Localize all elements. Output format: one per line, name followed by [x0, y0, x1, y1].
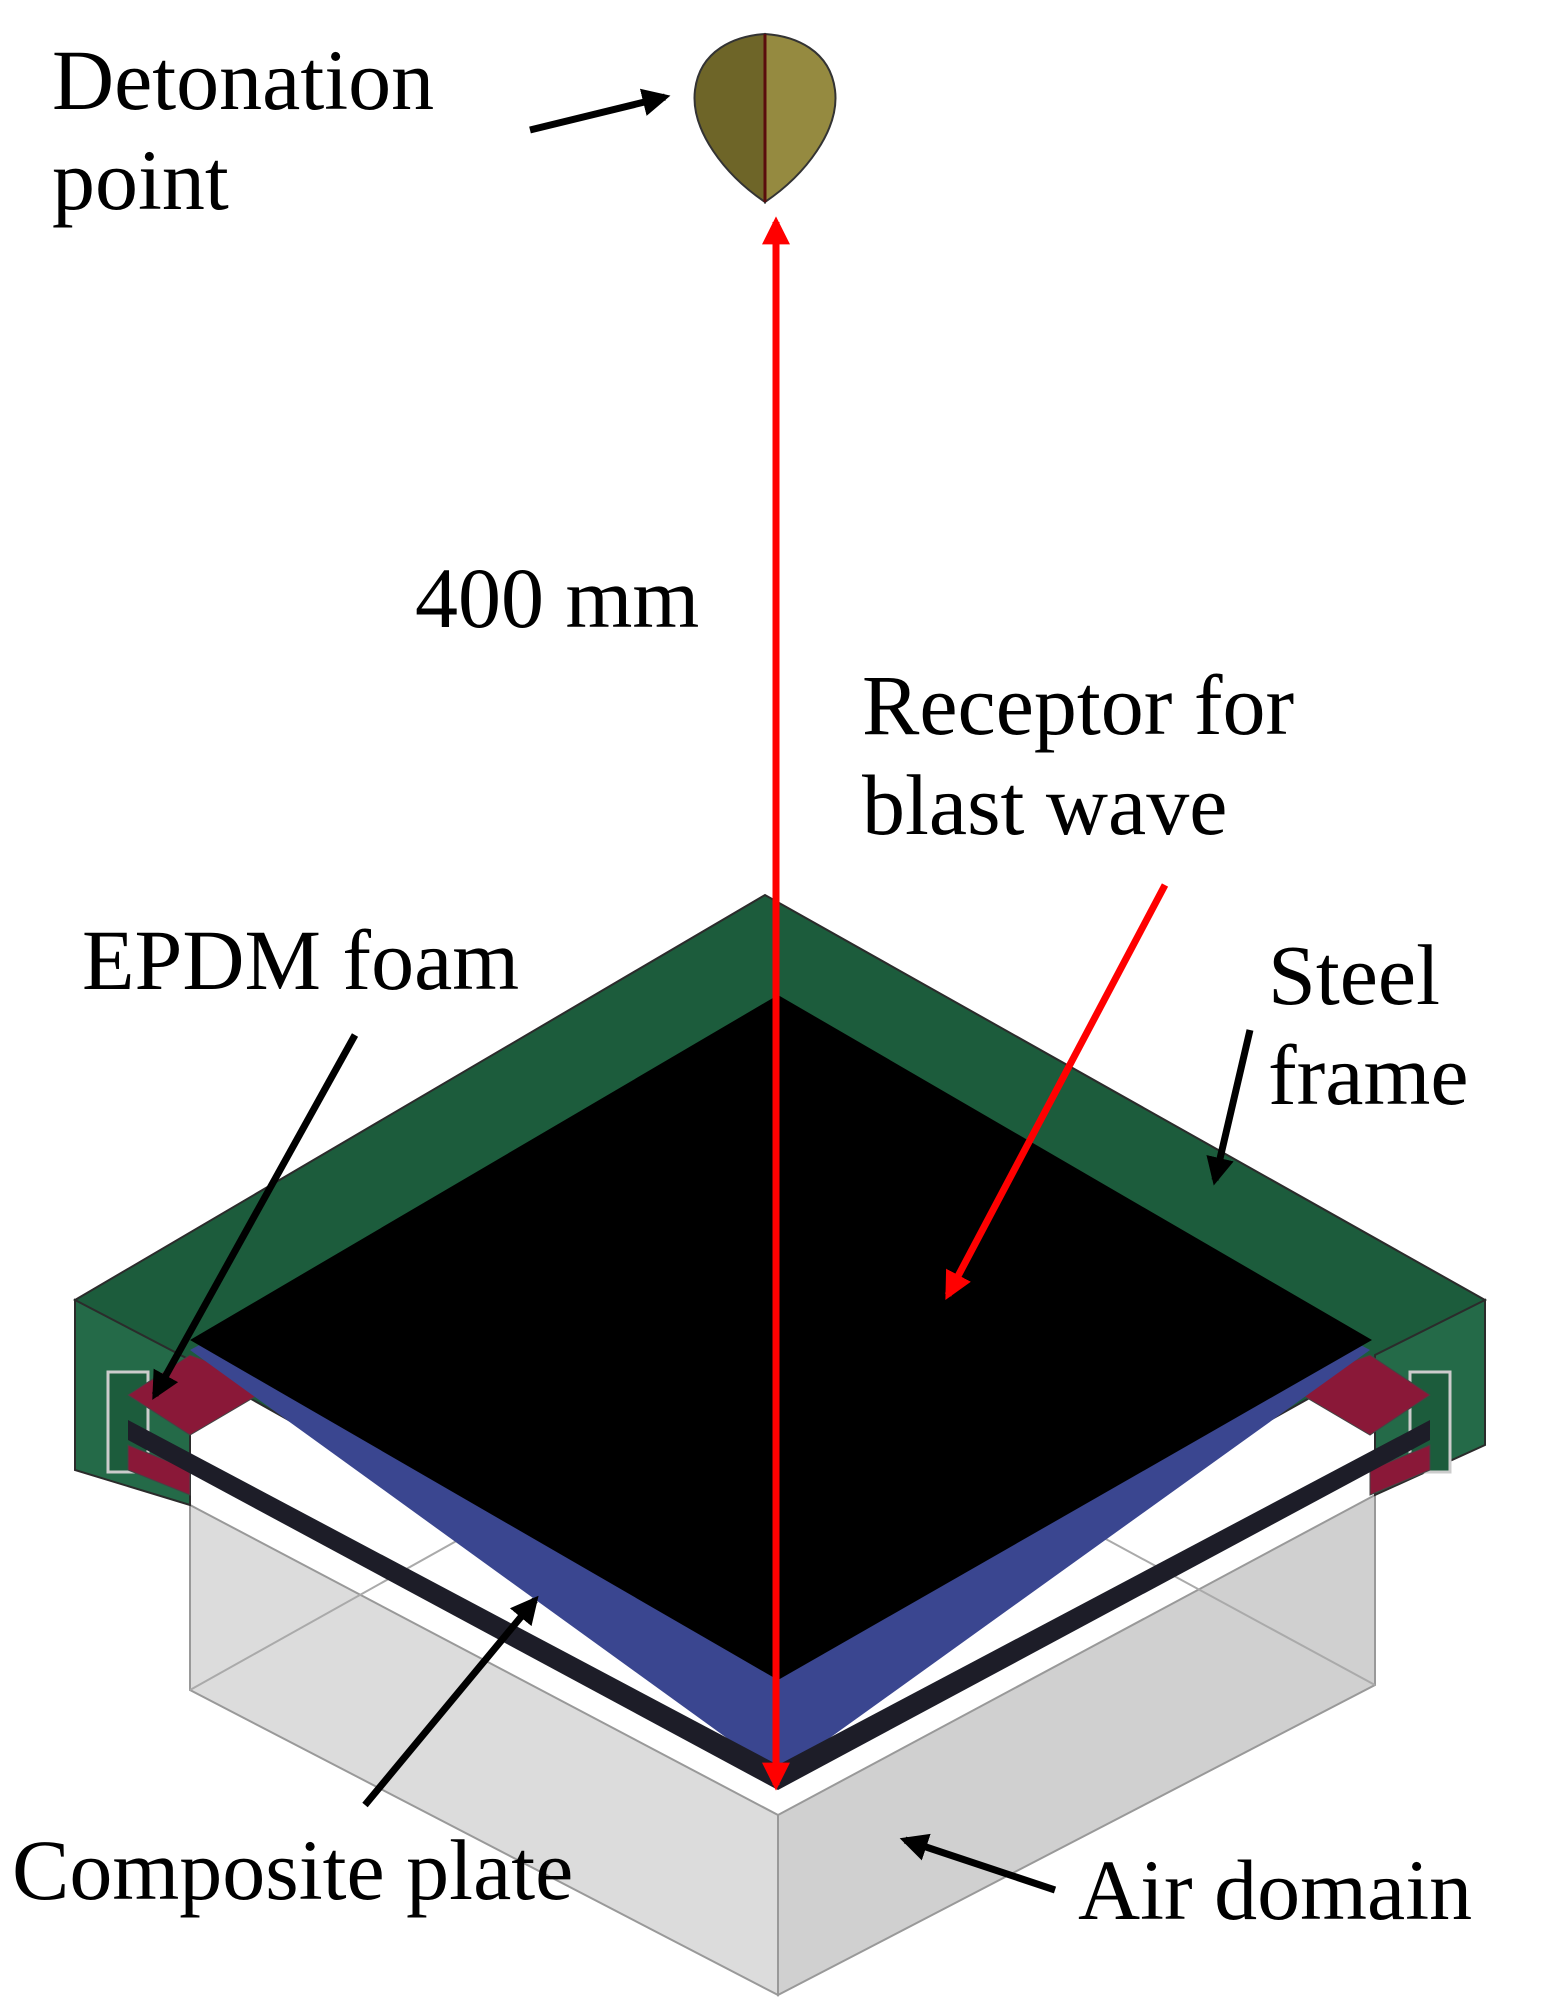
receptor-label-line1: Receptor for [862, 657, 1295, 753]
composite-plate-label-text: Composite plate [12, 1822, 574, 1918]
composite-plate-label: Composite plate [12, 1820, 573, 1920]
epdm-foam-right-bottom [1369, 1444, 1431, 1496]
distance-label: 400 mm [415, 548, 699, 648]
air-domain-hidden-edge [189, 1524, 486, 1691]
steel-frame-label-line1: Steel [1268, 927, 1440, 1023]
epdm-foam-label: EPDM foam [82, 910, 519, 1010]
charge-left-half [693, 32, 766, 204]
steel-frame-leader-arrow [1206, 1029, 1254, 1186]
air-domain-hidden-edge [1079, 1524, 1376, 1686]
distance-label-text: 400 mm [415, 550, 700, 646]
air-domain-leader-arrow [899, 1833, 1057, 1894]
steel-frame-label-line2: frame [1268, 1027, 1469, 1123]
receptor-label: Receptor for blast wave [862, 655, 1294, 855]
air-domain [189, 1493, 1376, 1997]
detonation-label-line1: Detonation [52, 32, 435, 128]
epdm-leader-arrow [151, 1033, 359, 1400]
receptor-surface [190, 995, 1372, 1680]
receptor-leader-arrow [944, 883, 1169, 1300]
detonation-charge [693, 32, 837, 204]
charge-right-half [764, 32, 837, 204]
composite-plate-edge-left [128, 1420, 778, 1790]
detonation-label: Detonation point [52, 30, 434, 230]
detonation-label-line2: point [52, 132, 229, 228]
epdm-foam-label-text: EPDM foam [82, 912, 520, 1008]
detonation-leader-arrow [529, 88, 671, 134]
air-domain-label: Air domain [1078, 1840, 1472, 1940]
composite-plate-edge-right [778, 1420, 1430, 1790]
receptor-label-line2: blast wave [862, 757, 1228, 853]
steel-frame-label: Steel frame [1268, 925, 1469, 1125]
composite-leader-arrow [362, 1595, 539, 1808]
air-domain-label-text: Air domain [1078, 1842, 1473, 1938]
